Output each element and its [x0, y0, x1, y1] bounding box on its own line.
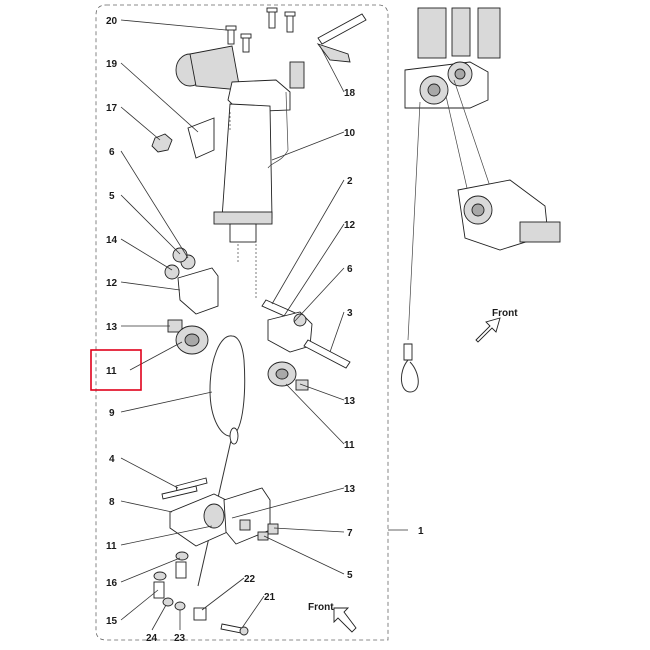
callout-7: 7	[347, 528, 353, 539]
callout-12-right: 12	[344, 220, 356, 231]
callout-12-left: 12	[106, 278, 118, 289]
callout-15: 15	[106, 616, 118, 627]
leader-lines	[120, 19, 345, 631]
callout-13-left: 13	[106, 322, 118, 333]
highlight-box	[90, 349, 142, 391]
front-label-left: Front	[308, 602, 334, 613]
callout-20-top: 20	[106, 16, 118, 27]
callout-4: 4	[109, 454, 115, 465]
callout-11-bottom: 11	[106, 541, 117, 552]
callout-22: 22	[244, 574, 256, 585]
front-arrow-left	[333, 607, 357, 633]
callout-13-lower: 13	[344, 484, 356, 495]
front-label-right: Front	[492, 308, 518, 319]
callout-6-right: 6	[347, 264, 353, 275]
callout-1: 1	[418, 526, 424, 537]
front-arrow-right	[475, 317, 501, 343]
callout-2: 2	[347, 176, 353, 187]
parts-exploded: Front	[151, 7, 367, 636]
callout-6-left: 6	[109, 147, 115, 158]
callout-21: 21	[264, 592, 276, 603]
callout-11-highlighted: 11	[106, 366, 117, 377]
assembled-view: Front	[401, 7, 561, 393]
callout-8: 8	[109, 497, 115, 508]
callout-13-right: 13	[344, 396, 356, 407]
callout-9: 9	[109, 408, 115, 419]
callout-labels: 20 19 17 6 5 14 12 13 11 9 4 8 11 16 15 …	[106, 16, 424, 644]
callout-10: 10	[344, 128, 356, 139]
callout-16: 16	[106, 578, 118, 589]
callout-19: 19	[106, 59, 118, 70]
callout-24: 24	[146, 633, 158, 644]
callout-3: 3	[347, 308, 353, 319]
callout-11-right: 11	[344, 440, 355, 451]
callout-5-right: 5	[347, 570, 353, 581]
callout-17: 17	[106, 103, 118, 114]
callout-14: 14	[106, 235, 118, 246]
callout-18: 18	[344, 88, 356, 99]
callout-5-left: 5	[109, 191, 115, 202]
callout-23: 23	[174, 633, 186, 644]
